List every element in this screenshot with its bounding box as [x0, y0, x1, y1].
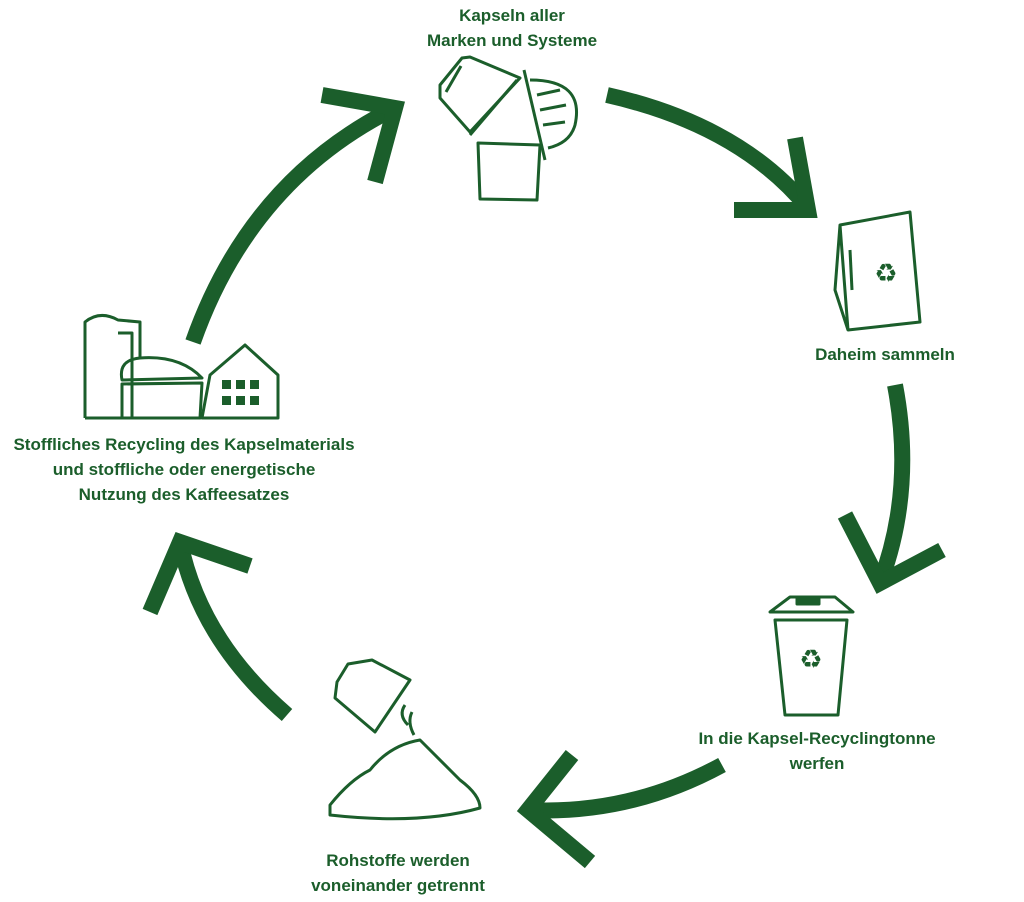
paper-bag-recycling-icon [833, 210, 922, 332]
recycling-plant-icon [83, 314, 280, 420]
label-collect-at-home: Daheim sammeln [815, 342, 955, 367]
label-recycling: Stoffliches Recycling des Kapselmaterial… [13, 432, 354, 507]
label-capsules: Kapseln aller Marken und Systeme [427, 3, 597, 53]
label-line: Rohstoffe werden [326, 851, 470, 870]
label-recycling-bin: In die Kapsel-Recyclingtonne werfen [698, 726, 935, 776]
capsules-icon [438, 55, 578, 202]
arrow-capsules-to-bag [605, 87, 818, 218]
plant-windows [222, 380, 259, 405]
capsule-pile-icon [328, 658, 482, 821]
arrow-plant-to-capsules [185, 87, 406, 345]
label-line: In die Kapsel-Recyclingtonne [698, 729, 936, 748]
svg-text:♻: ♻ [874, 259, 897, 289]
label-line: werfen [789, 754, 845, 773]
arrow-separation-to-plant [142, 532, 293, 722]
label-line: und stoffliche oder energetische [52, 460, 316, 479]
label-line: Nutzung des Kaffeesatzes [78, 485, 290, 504]
svg-text:♻: ♻ [799, 645, 822, 675]
label-line: Stoffliches Recycling des Kapselmaterial… [13, 435, 355, 454]
label-line: voneinander getrennt [311, 876, 485, 895]
label-line: Marken und Systeme [426, 31, 598, 50]
recycle-icon: ♻ ♻ [799, 259, 897, 675]
label-line: Kapseln aller [459, 6, 565, 25]
label-line: Daheim sammeln [815, 345, 955, 364]
label-separation: Rohstoffe werden voneinander getrennt [311, 848, 485, 898]
arrow-bin-to-separation [516, 750, 726, 869]
arrow-bag-to-bin [837, 383, 946, 594]
recycling-bin-icon [768, 595, 855, 717]
